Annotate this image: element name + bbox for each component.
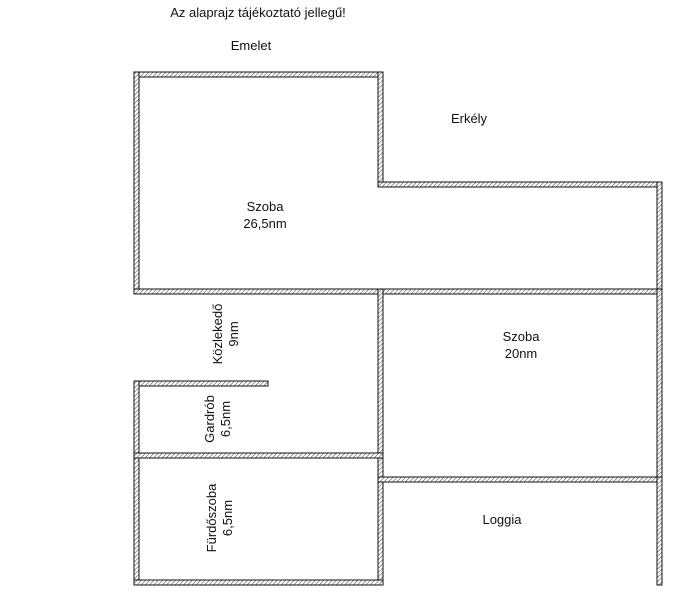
wall-main-top <box>133 71 384 78</box>
wall-right-upper <box>656 181 663 298</box>
room2-name: Szoba <box>503 329 541 344</box>
bathroom-name: Fürdőszoba <box>204 483 219 552</box>
wall-wardrobe-bottom <box>133 452 384 459</box>
bathroom-area: 6,5nm <box>220 500 235 536</box>
wall-main-notch <box>377 71 384 188</box>
disclaimer-text: Az alaprajz tájékoztató jellegű! <box>170 5 346 20</box>
corridor-label-group: Közlekedő 9nm <box>210 304 241 365</box>
wall-main-step <box>377 181 663 188</box>
room2-area: 20nm <box>505 346 538 361</box>
wall-left-lower <box>133 380 140 586</box>
wardrobe-area: 6,5nm <box>218 401 233 437</box>
wall-main-bottom <box>133 288 663 295</box>
walls <box>133 71 663 586</box>
wall-room2-bottom <box>377 476 663 483</box>
wardrobe-name: Gardrób <box>202 395 217 443</box>
main-room-area: 26,5nm <box>243 216 286 231</box>
wall-bath-bottom <box>133 579 384 586</box>
main-room-name: Szoba <box>247 199 285 214</box>
wall-center-vertical <box>377 288 384 586</box>
floor-label: Emelet <box>231 38 272 53</box>
wall-wardrobe-top <box>133 380 269 387</box>
loggia-label: Loggia <box>482 512 522 527</box>
wall-main-left <box>133 71 140 295</box>
bathroom-label-group: Fürdőszoba 6,5nm <box>204 483 235 552</box>
wall-loggia-right <box>656 476 663 586</box>
wardrobe-label-group: Gardrób 6,5nm <box>202 395 233 443</box>
corridor-name: Közlekedő <box>210 304 225 365</box>
wall-right-mid <box>656 288 663 483</box>
balcony-label: Erkély <box>451 111 488 126</box>
corridor-area: 9nm <box>226 321 241 346</box>
